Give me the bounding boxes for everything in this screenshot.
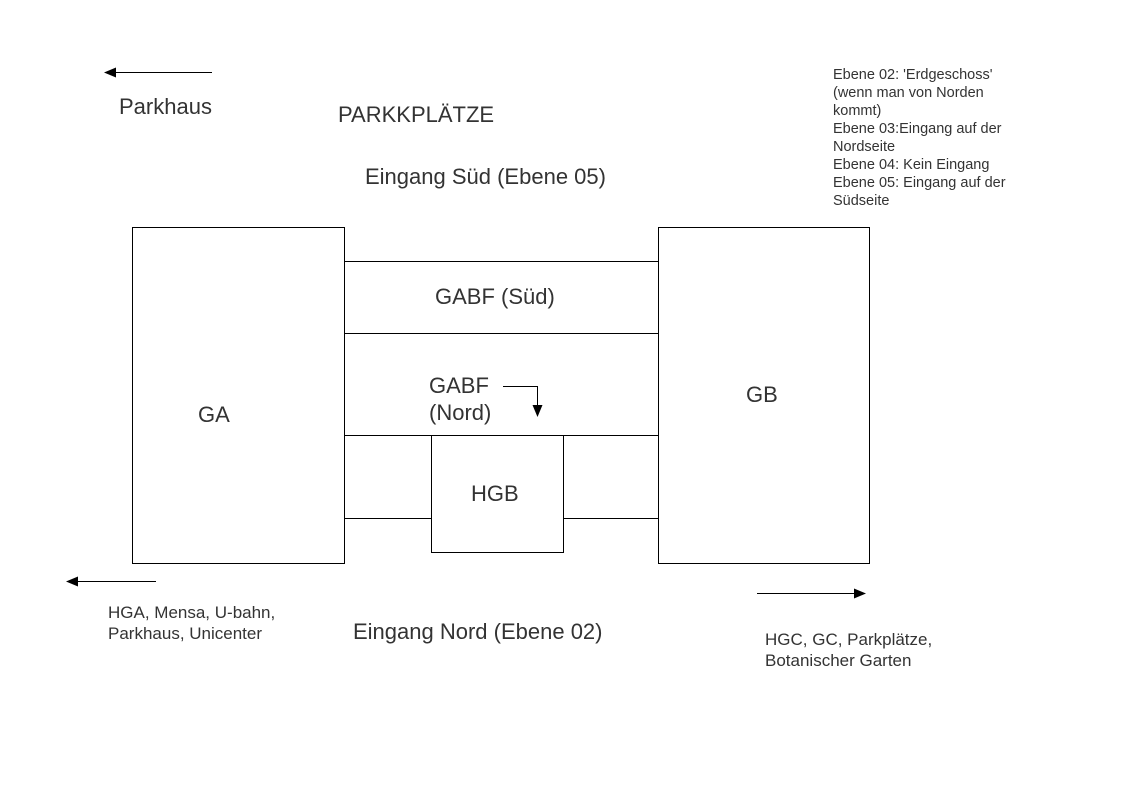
bottom-right-line1: HGC, GC, Parkplätze, [765,630,933,649]
building-ga [132,227,345,564]
hgb-label: HGB [471,481,519,506]
eingang-sued-label: Eingang Süd (Ebene 05) [365,164,606,189]
legend-line: kommt) [833,103,882,119]
legend-line: Ebene 03:Eingang auf der [833,121,1002,137]
gabf-nord-line2: (Nord) [429,400,492,425]
gabf-nord-label: GABF (Nord) [429,372,491,426]
legend-line: Ebene 05: Eingang auf der [833,175,1006,191]
gabf-sued-label: GABF (Süd) [435,284,555,309]
legend-line: Ebene 04: Kein Eingang [833,157,990,173]
gabf-nord-arrow [503,386,543,417]
legend-line: Südseite [833,193,890,209]
parkplaetze-label: PARKKPLÄTZE [338,102,495,127]
building-hgb [431,435,564,553]
bottom-right-line2: Botanischer Garten [765,651,912,670]
ga-label: GA [198,402,230,427]
bottom-left-destinations: HGA, Mensa, U-bahn, Parkhaus, Unicenter [108,602,275,644]
gabf-nord-line1: GABF [429,373,489,398]
bottom-right-destinations: HGC, GC, Parkplätze, Botanischer Garten [765,629,932,671]
bottom-left-line2: Parkhaus, Unicenter [108,624,263,643]
gb-label: GB [746,382,778,407]
legend-line: (wenn man von Norden [833,85,984,101]
legend-line: Ebene 02: 'Erdgeschoss' [833,67,993,83]
building-gb [658,227,870,564]
bottom-left-line1: HGA, Mensa, U-bahn, [108,603,276,622]
parkhaus-label: Parkhaus [119,94,212,119]
eingang-nord-label: Eingang Nord (Ebene 02) [353,619,603,644]
levels-legend: Ebene 02: 'Erdgeschoss' (wenn man von No… [833,66,1006,210]
legend-line: Nordseite [833,139,896,155]
